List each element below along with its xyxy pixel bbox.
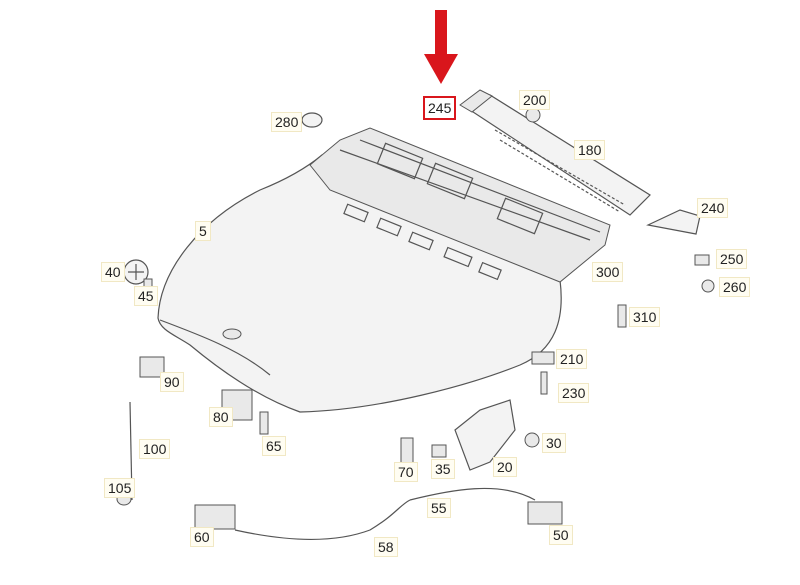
label-70[interactable]: 70 [394,462,418,482]
latch-60[interactable] [194,504,236,530]
bumper-stop-70[interactable] [400,437,414,465]
label-200[interactable]: 200 [519,90,551,110]
down-arrow-icon [424,10,458,84]
label-55[interactable]: 55 [427,498,451,518]
trim-piece-240[interactable] [646,209,701,235]
bolt-65[interactable] [259,411,269,435]
bracket-90[interactable] [139,356,165,378]
hood-panel[interactable] [157,154,562,413]
label-180[interactable]: 180 [574,140,606,160]
label-260[interactable]: 260 [719,277,751,297]
label-300[interactable]: 300 [592,262,624,282]
bolt-30[interactable] [524,432,540,448]
nut-200[interactable] [525,107,541,123]
label-90[interactable]: 90 [160,372,184,392]
label-40[interactable]: 40 [101,262,125,282]
label-210[interactable]: 210 [556,349,588,369]
bolt-35[interactable] [431,444,447,458]
lever-50[interactable] [527,501,563,525]
label-280[interactable]: 280 [271,112,303,132]
screw-230[interactable] [540,371,548,395]
seal-strip-245[interactable] [459,89,493,113]
label-100[interactable]: 100 [139,439,171,459]
bumper-260[interactable] [701,279,715,293]
label-310[interactable]: 310 [629,307,661,327]
clip-210[interactable] [531,351,555,365]
label-20[interactable]: 20 [493,457,517,477]
label-80[interactable]: 80 [209,407,233,427]
release-cable-58[interactable] [234,499,411,541]
label-245-highlighted[interactable]: 245 [423,96,457,120]
label-240[interactable]: 240 [697,198,729,218]
clip-250[interactable] [694,254,710,266]
label-35[interactable]: 35 [431,459,455,479]
label-5[interactable]: 5 [195,221,211,241]
buffer-280[interactable] [301,112,323,128]
hinge-20[interactable] [454,399,516,471]
label-50[interactable]: 50 [549,525,573,545]
label-30[interactable]: 30 [542,433,566,453]
cable-55[interactable] [409,487,536,501]
bolt-310[interactable] [617,304,627,328]
label-58[interactable]: 58 [374,537,398,557]
label-60[interactable]: 60 [190,527,214,547]
label-230[interactable]: 230 [558,383,590,403]
label-65[interactable]: 65 [262,436,286,456]
label-105[interactable]: 105 [104,478,136,498]
label-250[interactable]: 250 [716,249,748,269]
label-45[interactable]: 45 [134,286,158,306]
